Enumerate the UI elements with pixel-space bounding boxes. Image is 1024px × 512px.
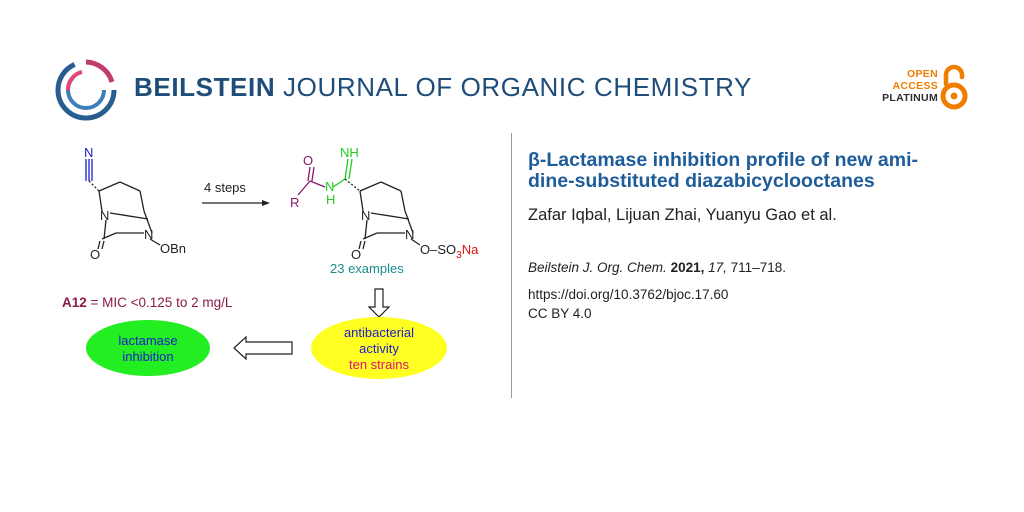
examples-count: 23 examples [330, 261, 404, 276]
so3na-prefix: O–SO [420, 242, 456, 257]
journal-title-bold: BEILSTEIN [134, 72, 276, 102]
citation-pages: 711–718. [730, 260, 786, 275]
badge-access: ACCESS [892, 80, 938, 92]
sm-ring-n: N [100, 208, 109, 223]
article-title: β-Lactamase inhibition profile of new am… [528, 150, 968, 192]
open-access-lock-icon [940, 64, 968, 110]
green-line2: inhibition [122, 349, 173, 364]
lactamase-inhibition-ellipse [86, 320, 210, 376]
sm-nitrile-n: N [84, 145, 93, 160]
green-line1: lactamase [118, 333, 177, 348]
a12-bold: A12 [62, 295, 87, 310]
sm-ring-n2: N [144, 227, 153, 242]
left-arrow [233, 335, 293, 361]
product-o-so3na: O–SO3Na [420, 242, 479, 261]
a12-rest: = MIC <0.125 to 2 mg/L [87, 295, 233, 310]
license: CC BY 4.0 [528, 306, 592, 321]
product-amide-h: H [326, 192, 335, 207]
so3na-suffix: Na [462, 242, 479, 257]
product-ring-n: N [361, 208, 370, 223]
sm-obn: OBn [160, 241, 186, 256]
article-title-line1: β-Lactamase inhibition profile of new am… [528, 149, 919, 171]
arrow-label: 4 steps [204, 180, 246, 195]
product-acyl-o: O [303, 153, 313, 168]
yellow-line1: antibacterial [344, 325, 414, 340]
product-amide-n: N [325, 179, 334, 194]
starting-material [85, 159, 161, 250]
citation-volume: 17, [708, 260, 727, 275]
down-arrow [367, 288, 391, 318]
article-title-line2: dine-substituted diazabicyclooctanes [528, 170, 875, 192]
product-carbonyl-o: O [351, 247, 361, 262]
article-authors: Zafar Iqbal, Lijuan Zhai, Yuanyu Gao et … [528, 206, 837, 224]
badge-platinum: PLATINUM [882, 92, 938, 104]
antibacterial-activity-ellipse [311, 317, 447, 379]
product-nh: NH [340, 145, 359, 160]
article-citation: Beilstein J. Org. Chem. 2021, 17, 711–71… [528, 260, 786, 275]
a12-result: A12 = MIC <0.125 to 2 mg/L [62, 295, 233, 310]
citation-journal: Beilstein J. Org. Chem. [528, 260, 667, 275]
vertical-divider [511, 133, 512, 398]
open-access-badge: OPEN ACCESS PLATINUM [872, 62, 972, 114]
product-r: R [290, 195, 299, 210]
product [297, 158, 421, 250]
journal-title: BEILSTEIN JOURNAL OF ORGANIC CHEMISTRY [134, 72, 752, 103]
badge-open: OPEN [907, 68, 938, 80]
doi-link[interactable]: https://doi.org/10.3762/bjoc.17.60 [528, 287, 729, 302]
beilstein-logo-icon [55, 59, 117, 121]
yellow-line3: ten strains [349, 357, 409, 372]
reaction-arrow-head [262, 200, 270, 206]
journal-title-rest: JOURNAL OF ORGANIC CHEMISTRY [283, 72, 752, 102]
yellow-line2: activity [359, 341, 399, 356]
citation-year: 2021, [670, 260, 705, 275]
so3na-sub: 3 [456, 250, 462, 261]
product-ring-n2: N [405, 227, 414, 242]
sm-carbonyl-o: O [90, 247, 100, 262]
graphical-abstract: N N N O OBn 4 steps O R N H NH N N O O–S… [62, 145, 479, 379]
